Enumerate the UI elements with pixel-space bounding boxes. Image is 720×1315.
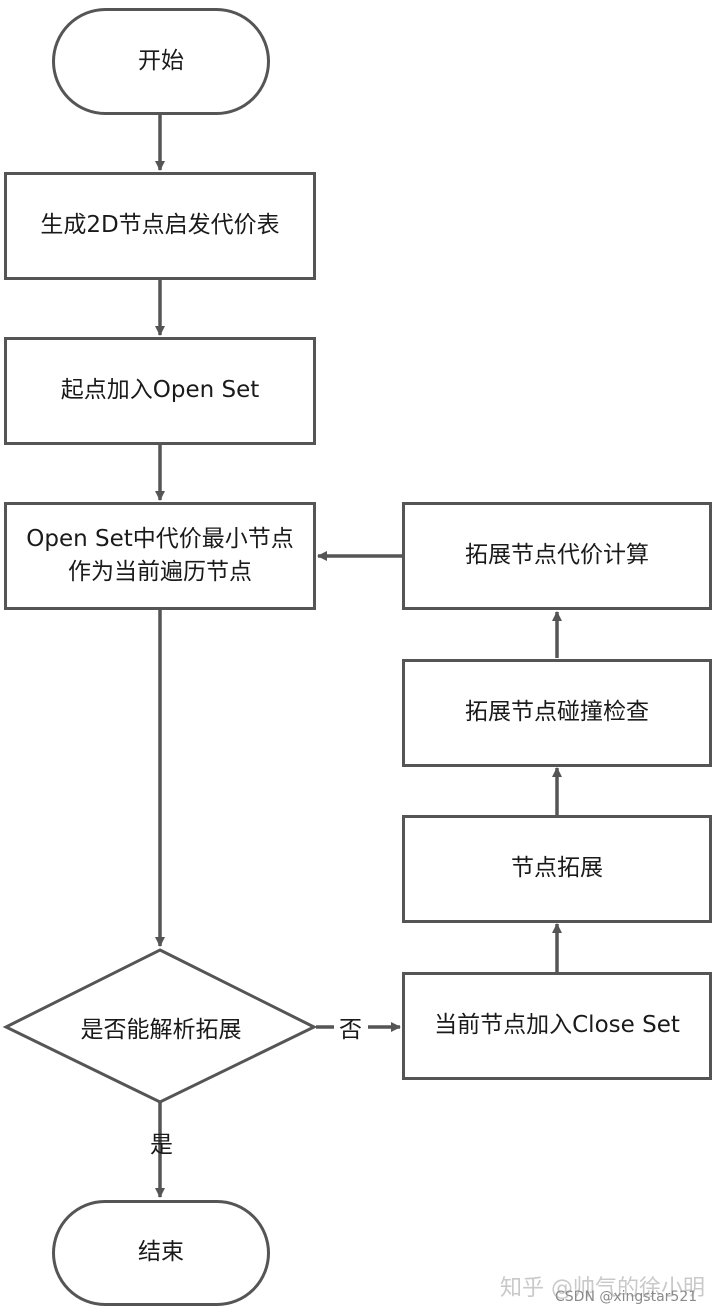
decision-diamond bbox=[2, 948, 318, 1104]
select-min-label: Open Set中代价最小节点 作为当前遍历节点 bbox=[26, 525, 294, 585]
add-close-box: 当前节点加入Close Set bbox=[402, 972, 712, 1080]
cost-calc-label: 拓展节点代价计算 bbox=[465, 542, 649, 569]
add-close-label: 当前节点加入Close Set bbox=[434, 1012, 680, 1039]
expand-box: 节点拓展 bbox=[402, 815, 712, 923]
start-terminal: 开始 bbox=[52, 8, 270, 115]
no-branch-label: 否 bbox=[339, 1017, 362, 1043]
end-label: 结束 bbox=[138, 1239, 184, 1266]
collision-check-label: 拓展节点碰撞检查 bbox=[465, 699, 649, 726]
generate-cost-table-label: 生成2D节点启发代价表 bbox=[40, 212, 280, 239]
collision-check-box: 拓展节点碰撞检查 bbox=[402, 659, 712, 767]
zhihu-watermark: 知乎 @帅气的徐小明 bbox=[500, 1276, 705, 1301]
select-min-box: Open Set中代价最小节点 作为当前遍历节点 bbox=[4, 502, 316, 610]
add-start-box: 起点加入Open Set bbox=[4, 337, 316, 445]
cost-calc-box: 拓展节点代价计算 bbox=[402, 502, 712, 610]
end-terminal: 结束 bbox=[52, 1200, 270, 1306]
csdn-watermark: CSDN @xingstar521 bbox=[555, 1289, 698, 1305]
yes-branch-label: 是 bbox=[150, 1132, 173, 1158]
start-label: 开始 bbox=[138, 47, 184, 74]
add-start-label: 起点加入Open Set bbox=[60, 377, 260, 404]
generate-cost-table-box: 生成2D节点启发代价表 bbox=[4, 172, 316, 280]
decision-label: 是否能解析拓展 bbox=[80, 1017, 242, 1043]
expand-label: 节点拓展 bbox=[511, 855, 603, 882]
